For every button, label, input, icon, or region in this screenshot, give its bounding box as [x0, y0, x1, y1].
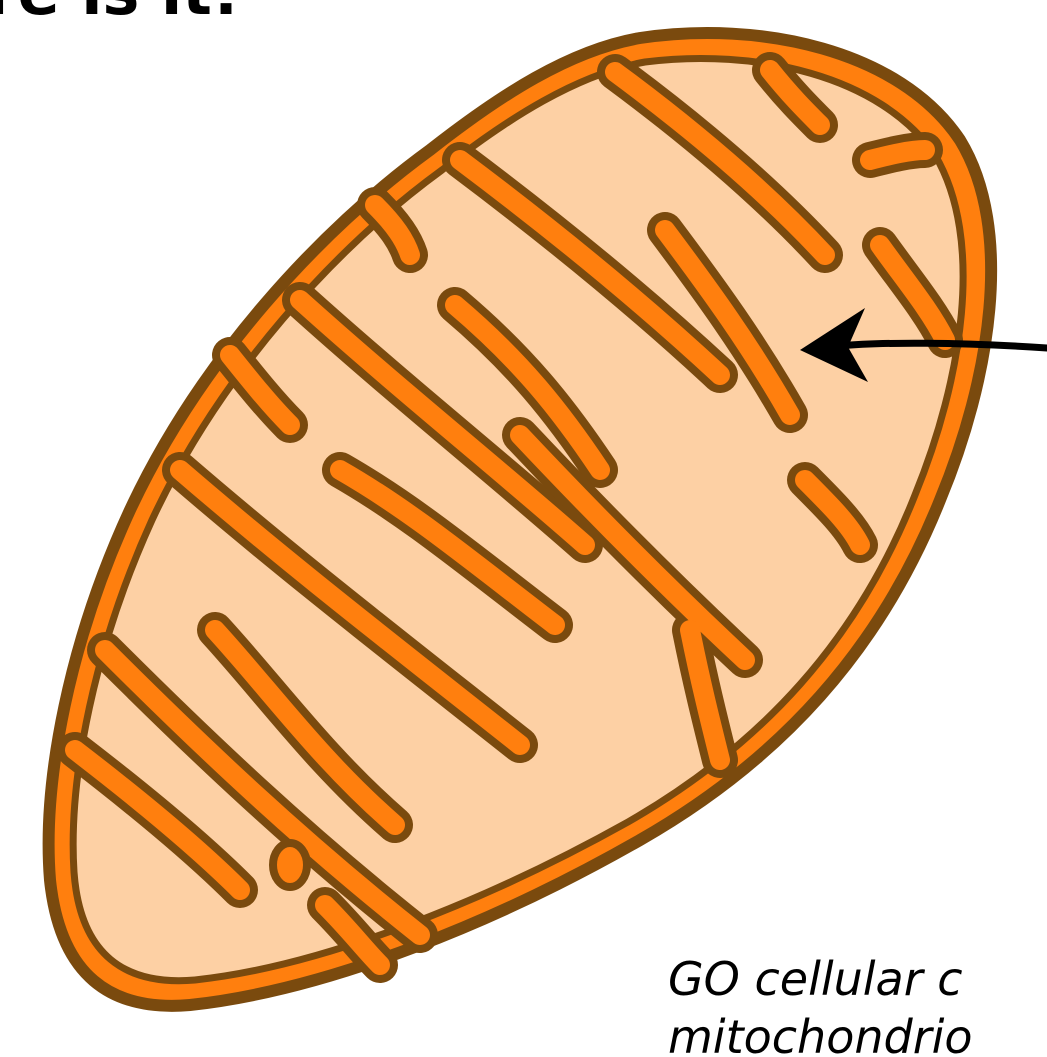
caption-line-1: GO cellular c [668, 950, 973, 1008]
vesicle [273, 843, 307, 887]
mitochondrion-illustration [49, 33, 991, 1006]
caption-line-2: mitochondrio [668, 1008, 973, 1057]
caption: GO cellular c mitochondrio [668, 950, 973, 1057]
